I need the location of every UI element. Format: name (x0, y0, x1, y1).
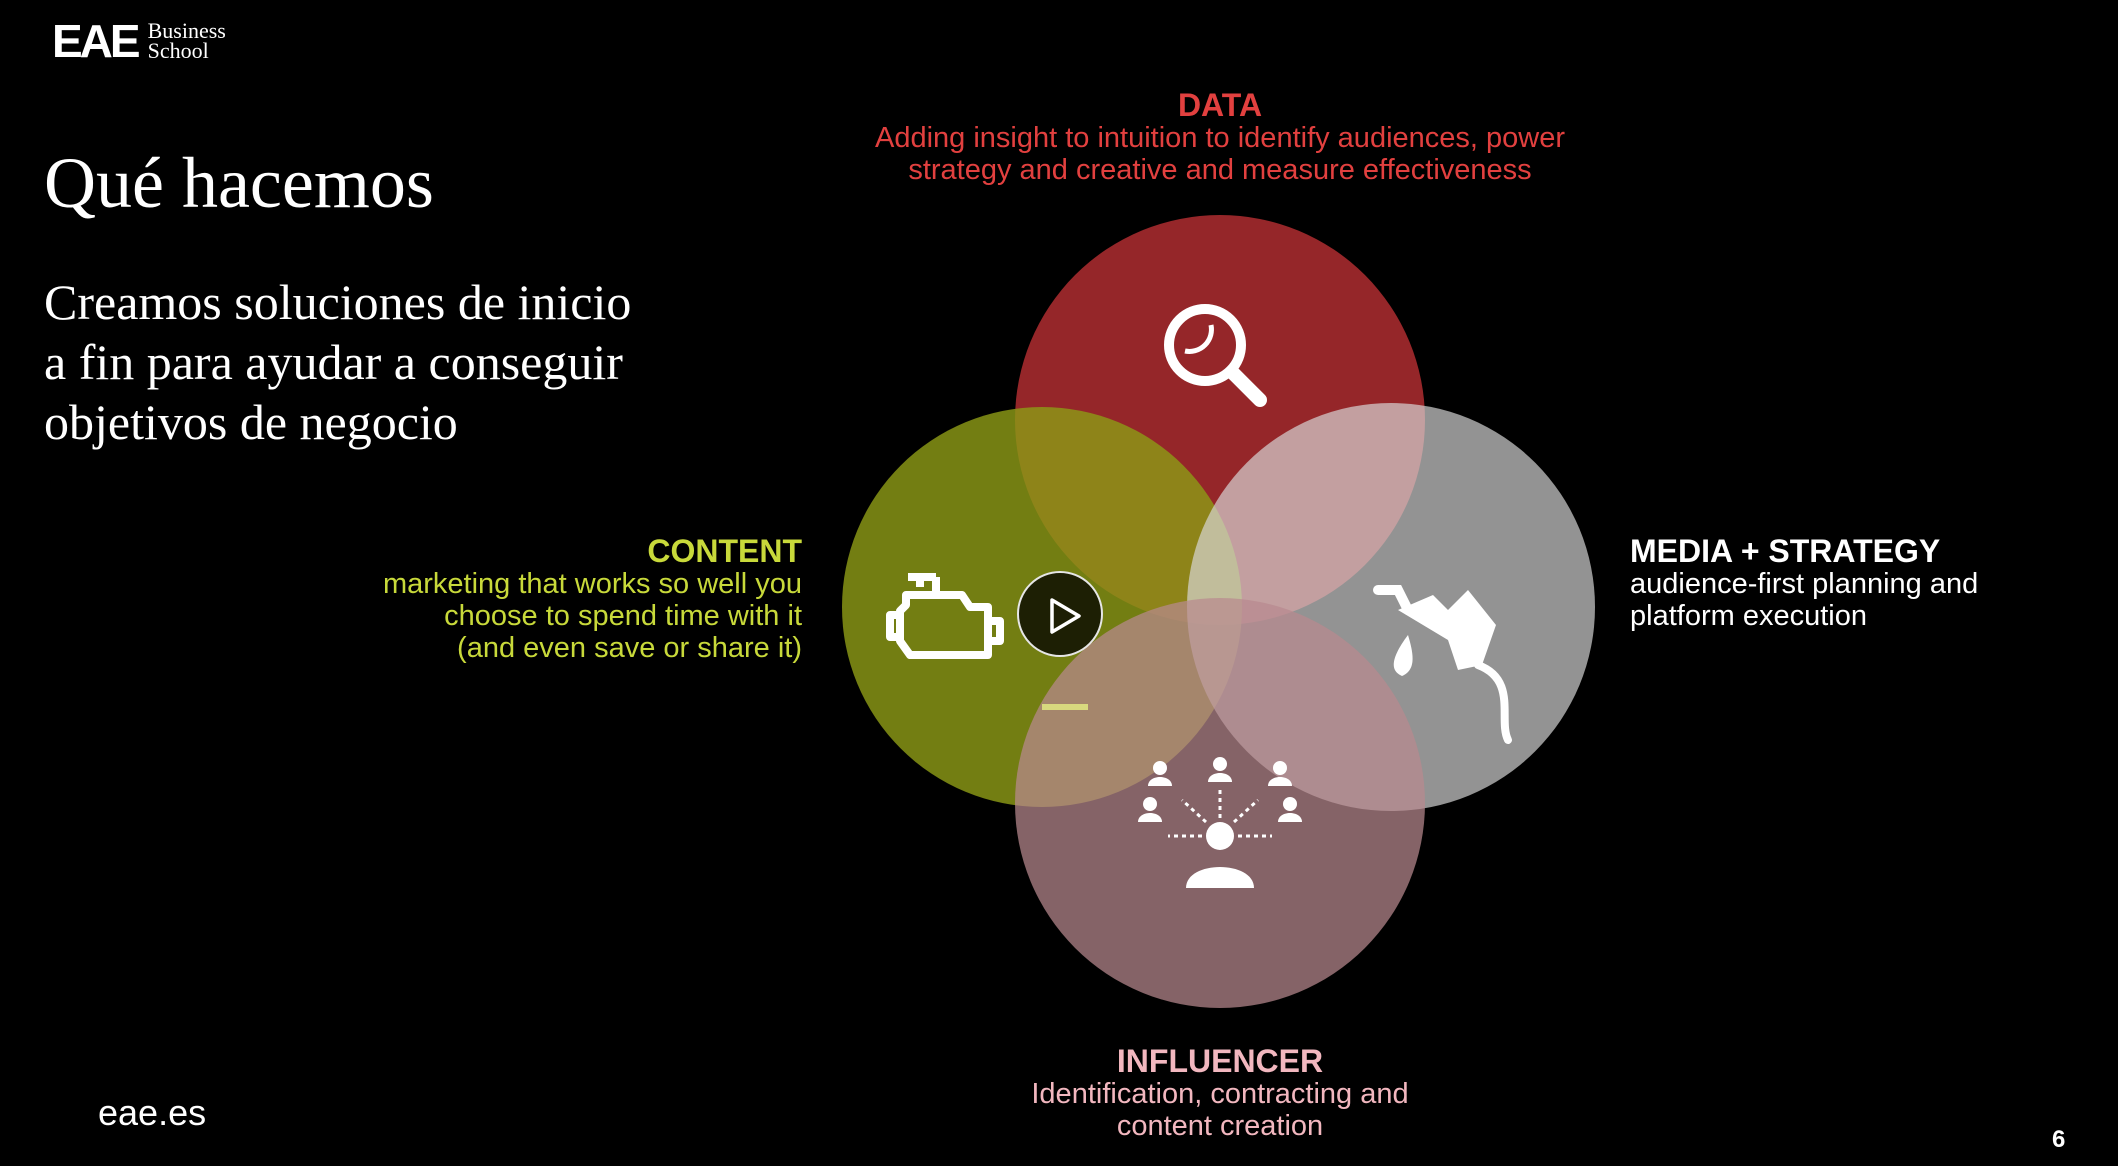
logo-words: Business School (147, 18, 226, 63)
engine-icon (886, 573, 1004, 659)
slide-title: Qué hacemos (44, 143, 434, 223)
data-desc-line-1: Adding insight to intuition to identify … (875, 122, 1565, 154)
content-desc-line-3: (and even save or share it) (457, 632, 802, 664)
media-title: MEDIA + STRATEGY (1630, 533, 1941, 569)
logo-mark: EAE (52, 15, 141, 67)
subtitle-line-3: objetivos de negocio (44, 394, 458, 450)
logo-line-1: Business (147, 18, 226, 43)
media-label: MEDIA + STRATEGY audience-first planning… (1630, 534, 1978, 632)
data-label: DATA Adding insight to intuition to iden… (760, 88, 1680, 186)
content-label: CONTENT marketing that works so well you… (383, 534, 802, 664)
media-desc-line-2: platform execution (1630, 600, 1867, 632)
page-number: 6 (2052, 1126, 2066, 1153)
influencer-desc-line-2: content creation (1116, 1110, 1324, 1142)
venn-diagram (842, 215, 1595, 1008)
play-icon (1050, 598, 1081, 634)
play-button[interactable] (1017, 571, 1103, 657)
data-desc-line-2: strategy and creative and measure effect… (908, 154, 1532, 186)
content-title: CONTENT (647, 533, 802, 569)
content-desc-line-2: choose to spend time with it (444, 600, 802, 632)
influencer-label: INFLUENCER Identification, contracting a… (900, 1044, 1540, 1142)
influencer-desc-line-1: Identification, contracting and (1031, 1078, 1409, 1110)
influencer-title: INFLUENCER (1116, 1043, 1324, 1079)
dash-mark (1042, 704, 1088, 710)
logo-line-2: School (147, 38, 209, 63)
eae-logo: EAE Business School (52, 18, 226, 64)
data-title: DATA (1177, 87, 1263, 123)
media-desc-line-1: audience-first planning and (1630, 568, 1979, 600)
influencer-circle (1015, 598, 1425, 1008)
magnifier-icon (1164, 304, 1267, 407)
subtitle-line-1: Creamos soluciones de inicio (44, 274, 632, 330)
fuel-pump-icon (1373, 585, 1512, 744)
subtitle-line-2: a fin para ayudar a conseguir (44, 334, 623, 390)
slide-subtitle: Creamos soluciones de inicio a fin para … (44, 272, 764, 452)
content-desc-line-1: marketing that works so well you (382, 568, 802, 600)
network-people-icon (1138, 757, 1302, 888)
footer-url: eae.es (98, 1092, 207, 1133)
